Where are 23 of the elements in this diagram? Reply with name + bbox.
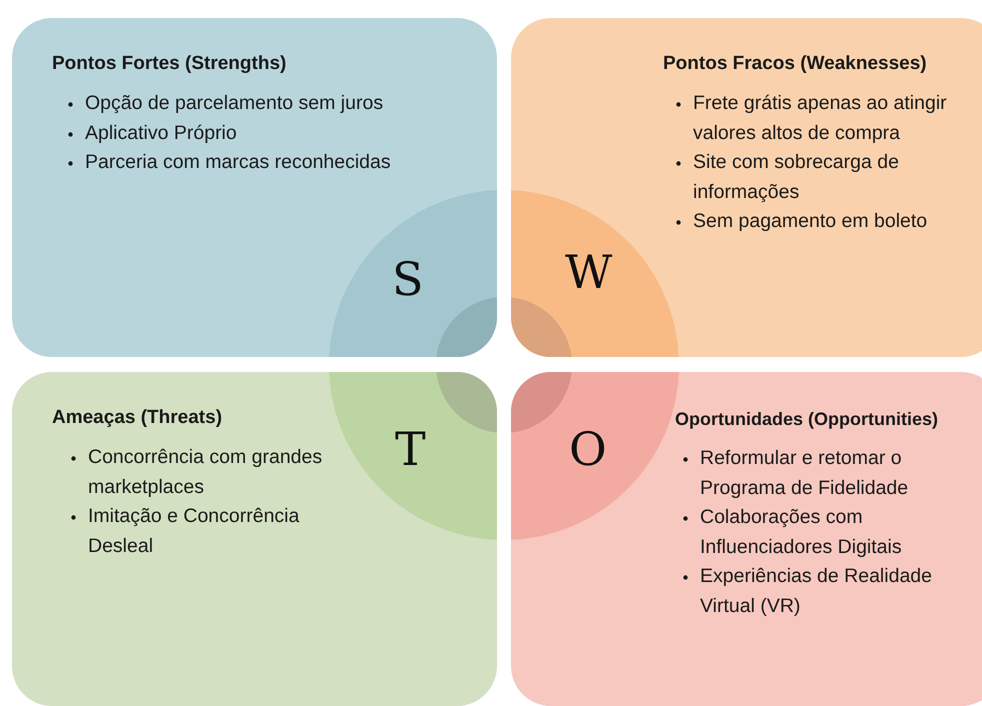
bullet-text: Sem pagamento em boleto <box>693 210 928 232</box>
swot-letter: S <box>392 252 424 306</box>
bullet-text: Parceria com marcas reconhecidas <box>85 151 391 173</box>
bullet-text: Experiências de Realidade Virtual (VR) <box>700 565 932 616</box>
quadrant-card <box>511 18 982 357</box>
quadrant-heading: Ameaças (Threats) <box>52 406 224 430</box>
bullet-text: Concorrência com grandes marketplaces <box>88 446 322 498</box>
quadrant-card <box>12 18 497 357</box>
quadrant-heading: Pontos Fortes (Strengths) <box>52 52 288 76</box>
bullet-text: Frete grátis apenas ao atingir valores altos de compra <box>693 92 947 144</box>
swot-letter: T <box>395 422 426 476</box>
quadrant-heading: Pontos Fracos (Weaknesses) <box>663 52 928 76</box>
bullet-text: Aplicativo Próprio <box>85 122 237 144</box>
bullet-text: Opção de parcelamento sem juros <box>85 92 384 114</box>
swot-letter: O <box>569 422 607 476</box>
bullet-text: Colaborações com Influenciadores Digitais <box>700 506 902 558</box>
bullet-text: Reformular e retomar o Programa de Fidelidade <box>700 447 908 498</box>
quadrant-card <box>511 372 982 706</box>
quadrant-heading: Oportunidades (Opportunities) <box>675 408 939 431</box>
bullet-text: Site com sobrecarga de informações <box>693 151 899 202</box>
quadrant-card <box>12 372 497 706</box>
swot-letter: W <box>565 245 612 299</box>
bullet-text: Imitação e Concorrência Desleal <box>88 505 300 556</box>
